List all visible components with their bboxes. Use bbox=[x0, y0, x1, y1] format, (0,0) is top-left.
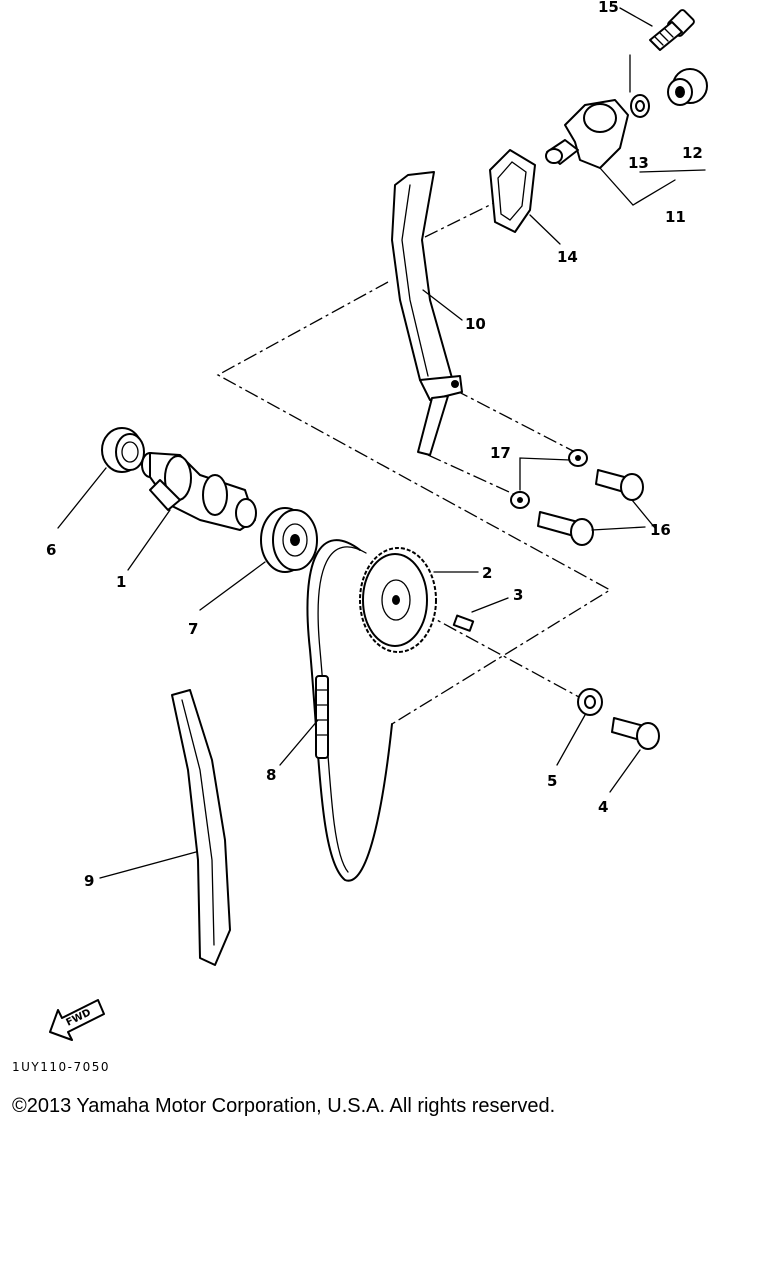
callout-16: 16 bbox=[650, 521, 671, 539]
fwd-arrow-icon: FWD bbox=[49, 999, 105, 1041]
part-17-washers bbox=[510, 449, 588, 509]
part-12-plug bbox=[667, 68, 708, 106]
callout-11: 11 bbox=[665, 208, 686, 226]
part-3-pin bbox=[452, 614, 475, 632]
part-10-chain-guide bbox=[391, 171, 463, 456]
part-4-bolt bbox=[611, 717, 660, 750]
part-9-chain-guide bbox=[171, 689, 231, 966]
part-7-bearing bbox=[260, 507, 318, 573]
callout-5: 5 bbox=[547, 772, 557, 790]
part-6-bearing bbox=[101, 427, 145, 473]
callout-13: 13 bbox=[628, 154, 649, 172]
part-15-bolt bbox=[649, 9, 695, 51]
part-13-washer bbox=[630, 94, 650, 118]
callout-1: 1 bbox=[116, 573, 126, 591]
part-14-gasket bbox=[489, 149, 536, 233]
callout-4: 4 bbox=[598, 798, 608, 816]
part-5-washer bbox=[577, 688, 603, 716]
callout-2: 2 bbox=[482, 564, 492, 582]
callout-14: 14 bbox=[557, 248, 578, 266]
callouts: 15 12 13 11 14 10 17 16 6 1 7 2 3 8 5 4 … bbox=[46, 0, 703, 890]
part-2-sprocket bbox=[359, 547, 437, 653]
callout-7: 7 bbox=[188, 620, 198, 638]
part-1-camshaft bbox=[141, 452, 257, 531]
callout-3: 3 bbox=[513, 586, 523, 604]
leader-lines bbox=[57, 7, 653, 879]
callout-15: 15 bbox=[598, 0, 619, 16]
copyright-notice: ©2013 Yamaha Motor Corporation, U.S.A. A… bbox=[12, 1095, 556, 1117]
callout-8: 8 bbox=[266, 766, 276, 784]
part-11-tensioner bbox=[545, 99, 629, 169]
callout-9: 9 bbox=[84, 872, 94, 890]
callout-17: 17 bbox=[490, 444, 511, 462]
callout-12: 12 bbox=[682, 144, 703, 162]
part-8-cam-chain bbox=[306, 539, 393, 882]
callout-6: 6 bbox=[46, 541, 56, 559]
part-16-bolts bbox=[537, 469, 644, 546]
callout-10: 10 bbox=[465, 315, 486, 333]
diagram-code: 1UY110-7050 bbox=[12, 1060, 111, 1074]
